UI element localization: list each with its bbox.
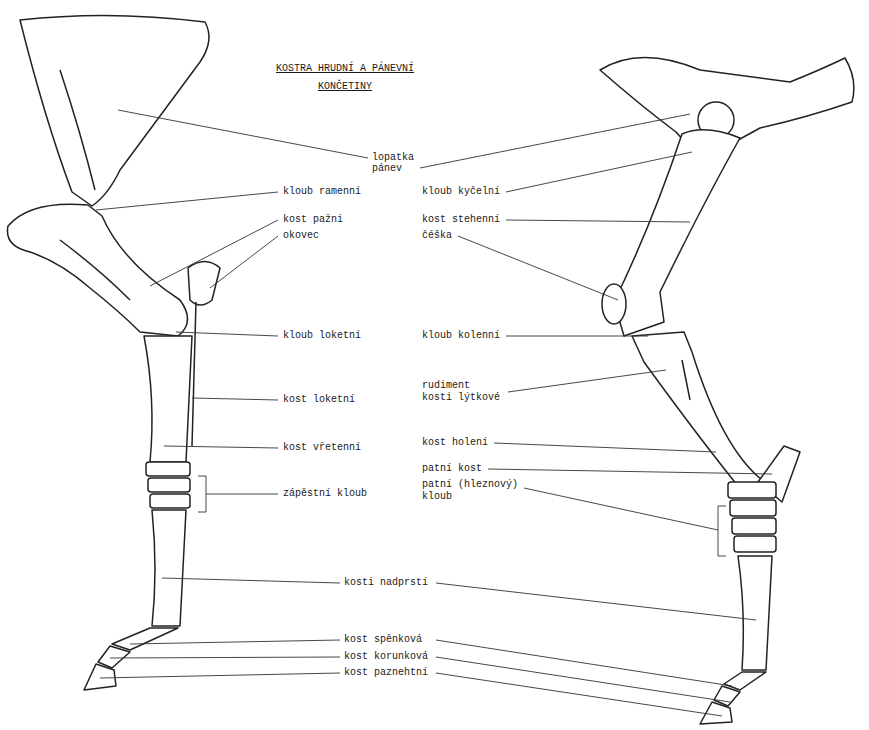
part-label: rudiment kosti lýtkové: [422, 380, 504, 404]
part-label: kosti nadprstí: [344, 577, 428, 589]
part-label: kloub kolenní: [422, 330, 500, 342]
part-label: čéška: [422, 230, 452, 242]
part-label: zápěstní kloub: [283, 488, 367, 500]
leader-lines: [96, 110, 772, 716]
part-label: kost holení: [422, 437, 488, 449]
part-label: lopatka: [372, 152, 414, 164]
part-label: kost vřetenní: [283, 442, 361, 454]
part-label: patní kost: [422, 463, 482, 475]
part-label: kloub kyčelní: [422, 186, 500, 198]
part-label: kost korunková: [344, 651, 428, 663]
part-label: kloub ramenní: [283, 186, 361, 198]
part-label: okovec: [283, 230, 319, 242]
part-label: kost pažní: [283, 214, 343, 226]
part-label: pánev: [372, 163, 402, 175]
part-label: kost loketní: [283, 394, 355, 406]
part-label: patní (hleznový) kloub: [422, 479, 522, 503]
diagram-title: KOSTRA HRUDNÍ A PÁNEVNÍ KONČETINY: [255, 60, 435, 96]
part-label: kloub loketní: [283, 330, 361, 342]
part-label: kost paznehtní: [344, 667, 428, 679]
part-label: kost spěnková: [344, 634, 422, 646]
part-label: kost stehenní: [422, 214, 500, 226]
